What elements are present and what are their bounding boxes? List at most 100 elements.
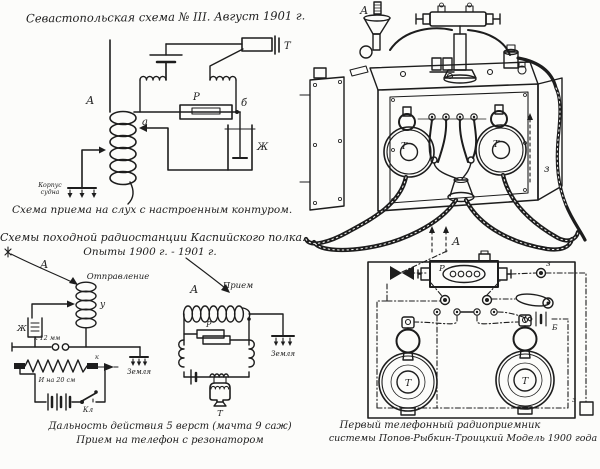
flexible-cords (303, 172, 581, 253)
terminal-cords (428, 119, 478, 180)
tx-antenna-coil: у (75, 281, 106, 348)
tx-antenna-arrow: А Отправление (4, 246, 150, 285)
connecting-tubes (389, 27, 511, 56)
ground-box-label: з (572, 395, 576, 404)
terminal-z: з (510, 259, 551, 279)
tx-ground: Земля (127, 346, 151, 376)
model1900-plan-drawing: Р з Б (367, 250, 594, 419)
sevastopol-schematic-drawing: А а б Р (37, 35, 292, 205)
hull-label-2: судна (41, 189, 60, 196)
model1900-caption-1: Первый телефонный радиоприемник (339, 420, 541, 431)
sevastopol-caption: Схема приема на слух с настроенным конту… (12, 204, 293, 216)
rx-title: Прием (222, 281, 253, 291)
rx-antenna-label: А (189, 283, 198, 296)
cord-spool (447, 176, 475, 203)
model1900-caption-2: системы Попов-Рыбкин-Троицкий Модель 190… (328, 433, 598, 444)
rx-circuit (178, 313, 255, 378)
detector-label: Р (192, 92, 200, 103)
phone-label: Т (284, 41, 292, 52)
antenna-direction-arrows: А (429, 226, 460, 253)
hull-ground: Корпус судна (37, 146, 106, 198)
rx-coherer: Р (183, 320, 250, 345)
phone-left-label: Т (405, 378, 412, 389)
battery-label: Б (551, 323, 558, 332)
phone-right: Т (495, 314, 555, 415)
tx-battery-key: Кл (19, 368, 106, 414)
rx-antenna-coil (182, 305, 251, 323)
cable-label: з (544, 164, 549, 175)
right-cylinder (503, 44, 519, 69)
tx-title: Отправление (87, 272, 150, 282)
tx-jar-capacitor: Ж (16, 317, 43, 348)
apparatus-box (369, 61, 563, 212)
coherer-label: Р (438, 264, 445, 274)
tapper-lever (491, 293, 554, 309)
terminal-z-label: з (546, 259, 551, 269)
tx-jar-label: Ж (16, 324, 27, 334)
coherer-on-stand (415, 2, 501, 84)
arrows-label: А (451, 235, 460, 248)
tx-antenna-label: А (39, 258, 48, 271)
caspian-schematic-drawing: А Отправление у Ж к 12 мм (4, 246, 295, 419)
tx-induction-label: И на 20 см (38, 376, 76, 384)
telephone-left: Т (383, 126, 435, 178)
apparatus-illustration: А (299, 1, 587, 253)
hull-label-1: Корпус (37, 182, 62, 189)
jar-label: Ж (256, 142, 269, 153)
hanger-rings (398, 104, 508, 131)
antenna-label: А (85, 94, 94, 107)
rx-detector-label: Р (205, 320, 212, 329)
caspian-caption-2: Прием на телефон с резонатором (76, 435, 264, 446)
tx-spark-gap: к 12 мм (11, 334, 141, 352)
tuning-coil (109, 110, 137, 205)
antenna-wire: А (85, 39, 111, 113)
coherer-detector: Р (179, 92, 233, 120)
terminal-row (433, 308, 498, 316)
phone-right-label: Т (493, 140, 500, 150)
phone-right-label: Т (522, 376, 529, 387)
battery-symbol (149, 43, 183, 81)
jar-capacitor: Ж (224, 111, 269, 171)
panel-top-fittings (349, 61, 527, 80)
ground-cable: з (516, 56, 587, 242)
point-b-label: б (241, 98, 248, 109)
tx-tap-wire (31, 300, 75, 319)
main-wire: а б (133, 98, 248, 128)
relay-magnet (429, 57, 455, 73)
wiring-rails (376, 272, 587, 409)
funnel-arrester (359, 14, 391, 59)
return-wire (139, 124, 229, 171)
apparatus-antenna-label: А (359, 4, 368, 17)
rx-battery-relay (190, 369, 230, 385)
panel-terminals (417, 113, 487, 121)
panel-dashed-arrow (527, 113, 533, 183)
tx-coil-label: у (99, 300, 106, 310)
tx-k-label: к (95, 353, 99, 361)
phone-left-label: Т (401, 142, 408, 152)
tx-gap-label: к 12 мм (34, 334, 61, 342)
rx-telephone: Т (209, 376, 231, 419)
tx-induction-coil: И на 20 см к (14, 353, 119, 384)
antenna-inlet: А (359, 1, 382, 17)
caspian-title-1: Схемы походной радиостанции Каспийского … (0, 231, 306, 244)
mid-terminals (430, 280, 501, 306)
point-a-label: а (142, 117, 148, 128)
choke-coil-left (139, 61, 167, 113)
antenna-connector (390, 266, 427, 280)
telephone-receiver: Т (165, 35, 292, 55)
telephone-right: Т (475, 124, 527, 176)
ground-box: з (572, 395, 594, 416)
tx-key-label: Кл (82, 405, 94, 414)
caspian-title-2: Опыты 1900 г. - 1901 г. (83, 246, 217, 258)
case-lid-panel (299, 67, 345, 211)
tx-ground-label: Земля (127, 367, 151, 376)
rx-ground-label: Земля (271, 349, 295, 358)
choke-coil-right (209, 48, 244, 113)
caspian-caption-1: Дальность действия 5 верст (мачта 9 саж) (48, 421, 292, 432)
rx-phone-label: Т (217, 409, 224, 419)
rx-ground: Земля (248, 313, 295, 358)
battery: Б (497, 311, 569, 332)
rx-antenna-arrow: А Прием (185, 257, 253, 296)
coherer-tube: Р (417, 250, 512, 288)
